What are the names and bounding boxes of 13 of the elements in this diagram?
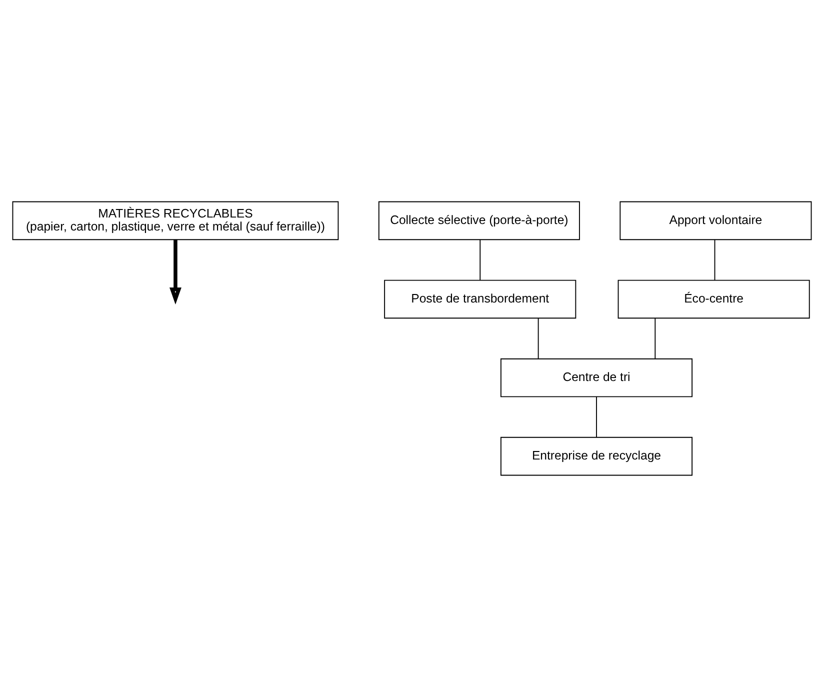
node-box: Apport volontaire bbox=[620, 201, 812, 240]
node-box: MATIÈRES RECYCLABLES (papier, carton, plastique, verre et métal (sauf ferraille)) bbox=[12, 201, 339, 240]
node-box: Collecte sélective (porte-à-porte) bbox=[378, 201, 580, 240]
connector bbox=[654, 318, 656, 360]
arrow bbox=[169, 240, 182, 305]
node-box: Entreprise de recyclage bbox=[500, 436, 693, 476]
connector bbox=[596, 396, 597, 438]
node-box: Éco-centre bbox=[618, 280, 810, 319]
node-box: Poste de transbordement bbox=[384, 280, 576, 319]
connector bbox=[538, 318, 539, 360]
node-box: Centre de tri bbox=[500, 358, 693, 398]
connector bbox=[714, 239, 716, 281]
connector bbox=[480, 239, 481, 281]
